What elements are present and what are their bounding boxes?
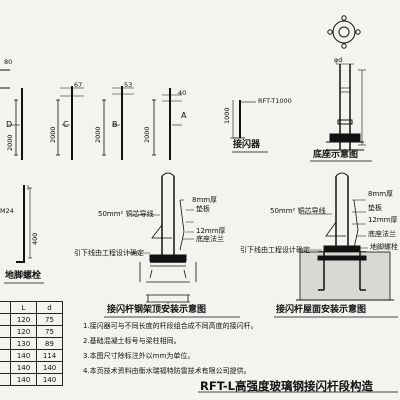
note-3: 3.本图尺寸除标注外以mm为单位。 (83, 352, 195, 360)
spec-cell-l: 120 (10, 325, 37, 338)
base-caption: 底座示意图 (313, 150, 359, 160)
rod-c-letter: C (63, 120, 69, 129)
concrete-gasket-label: 垫板 (368, 204, 382, 212)
rod-b-letter: B (112, 120, 118, 129)
steel-roof-install-drawing (126, 172, 197, 306)
concrete-plate-8-label: 8mm厚 (368, 190, 394, 198)
rod-b-length: 2000 (94, 126, 102, 143)
rod-segment-a (152, 88, 182, 160)
concrete-anchor-bolt-label: 地脚螺栓 (370, 243, 398, 251)
spec-cell-l: 140 (10, 373, 37, 386)
concrete-down-conductor-label: 引下线由工程设计确定 (240, 246, 310, 254)
rod-a-top-dim: 40 (178, 89, 187, 97)
spec-cell-l: 140 (10, 349, 37, 362)
rod-d-length: 2000 (6, 134, 14, 151)
anchor-bolt-drawing (16, 185, 32, 263)
air-terminal-height: 1000 (223, 107, 231, 124)
spec-cell-l: 120 (10, 313, 37, 326)
spec-cell-d: 75 (36, 325, 63, 338)
rod-segment-c (56, 86, 84, 160)
anchor-caption: 地脚螺栓 (5, 271, 42, 281)
spec-cell-d: 140 (36, 373, 63, 386)
note-4: 4.本页技术资料由衡水瑞福特防雷技术有限公司提供。 (83, 367, 251, 375)
spec-cell-d: 75 (36, 313, 63, 326)
spec-cell-l: 130 (10, 337, 37, 350)
rod-a-letter: A (181, 111, 187, 120)
caption-underlines (4, 151, 398, 393)
rod-a-length: 2000 (143, 126, 151, 143)
rod-d-letter: D (6, 120, 13, 129)
air-terminal-caption: 接闪器 (233, 140, 261, 150)
concrete-base-flange-label: 底座法兰 (368, 230, 396, 238)
drawing-title: RFT-L高强度玻璃钢接闪杆段构造 (200, 379, 373, 393)
rod-b-top-dim: 53 (124, 81, 133, 89)
concrete-roof-caption: 接闪杆屋面安装示意图 (276, 305, 367, 315)
spec-cell-d: 89 (36, 337, 63, 350)
steel-base-flange-label: 底座法兰 (196, 235, 224, 243)
air-terminal-model: RFT-T1000 (258, 97, 292, 105)
spec-table-header: L d (0, 301, 63, 314)
steel-plate-12-label: 12mm厚 (196, 227, 226, 235)
steel-copper-lead-label: 50mm² 铜芯导线 (98, 210, 154, 218)
base-phi-dim: φd (334, 56, 343, 64)
top-left-dimension-lines (0, 69, 10, 89)
base-detail-drawing (326, 15, 366, 151)
rod-c-length: 2000 (49, 126, 57, 143)
steel-gasket-label: 垫板 (196, 205, 210, 213)
concrete-copper-lead-label: 50mm² 铜芯导线 (270, 207, 326, 215)
spec-cell-l: 140 (10, 361, 37, 374)
dim-80: 80 (4, 58, 13, 66)
note-1: 1.接闪器可与不同长度的杆段组合成不同高度的接闪杆。 (83, 322, 258, 330)
note-2: 2.基础混凝土标号与梁柱相同。 (83, 337, 181, 345)
rod-segment-b (102, 86, 134, 160)
steel-plate-8-label: 8mm厚 (192, 196, 218, 204)
rod-segment-d (8, 88, 23, 160)
spec-col-blank (0, 301, 11, 314)
anchor-thread-dim: M24 (0, 207, 14, 215)
concrete-plate-12-label: 12mm厚 (368, 216, 398, 224)
steel-down-conductor-label: 引下线由工程设计确定 (74, 249, 144, 257)
concrete-roof-install-drawing (296, 172, 394, 301)
rod-c-top-dim: 67 (74, 81, 83, 89)
spec-header-d: d (36, 301, 63, 314)
spec-cell-d: 114 (36, 349, 63, 362)
steel-roof-caption: 接闪杆钢架顶安装示意图 (107, 305, 207, 315)
spec-cell-d: 140 (36, 361, 63, 374)
anchor-length-dim: 400 (31, 232, 39, 245)
air-terminal-drawing (230, 100, 256, 139)
spec-header-l: L (10, 301, 37, 314)
